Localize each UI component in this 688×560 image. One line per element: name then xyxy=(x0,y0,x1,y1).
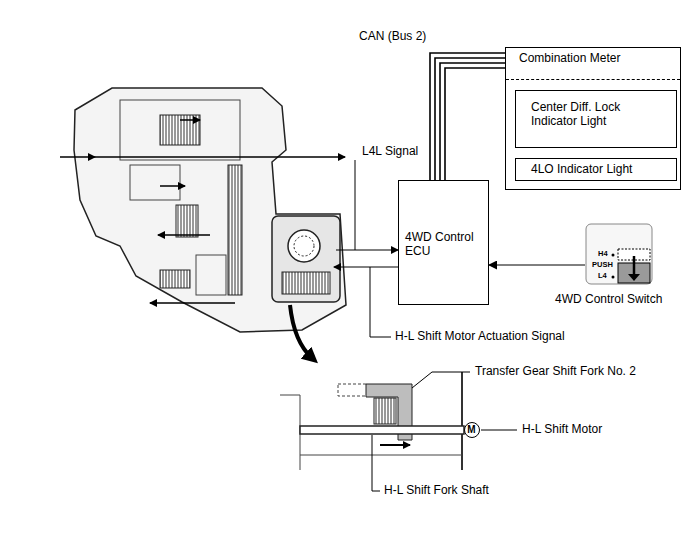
chain-band xyxy=(228,165,242,295)
zoom-arrow xyxy=(290,305,312,358)
ecu-box: 4WD Control ECU xyxy=(398,180,489,305)
node-text: PUSH xyxy=(592,261,613,270)
part-name: Transfer Gear Shift Fork No. 2 xyxy=(474,365,637,379)
shift-direction-arrow xyxy=(380,444,410,446)
main-shaft xyxy=(95,156,345,158)
can-bus-wire xyxy=(435,58,505,180)
position-dot xyxy=(612,254,615,257)
meter-box: Center Diff. Lock Indicator Light 4LO Ind… xyxy=(505,47,681,190)
indicator-box: 4LO Indicator Light xyxy=(515,158,677,181)
switch-push-arrow xyxy=(628,274,640,281)
node-text: 4LO Indicator Light xyxy=(531,163,632,177)
gear-section xyxy=(196,255,226,295)
inset-housing xyxy=(300,455,462,456)
switch-title: 4WD Control Switch xyxy=(555,293,662,307)
output-arrow xyxy=(160,185,185,187)
gear-section xyxy=(160,115,200,145)
node-text: M xyxy=(465,424,478,436)
shaft-leader xyxy=(372,435,380,491)
node-text: Combination Meter xyxy=(519,52,620,66)
connector xyxy=(430,53,505,180)
motor-part xyxy=(282,272,330,294)
indicator-box: Center Diff. Lock Indicator Light xyxy=(515,90,677,148)
gear-section xyxy=(130,165,180,200)
node-text: Center Diff. Lock Indicator Light xyxy=(531,101,666,129)
bus-name: CAN (Bus 2) xyxy=(358,30,427,44)
position-dot xyxy=(612,276,615,279)
dashed-divider xyxy=(506,79,680,80)
l4l-signal-line xyxy=(336,250,398,251)
can-bus-wire xyxy=(445,68,505,180)
actuation-leader xyxy=(370,267,391,337)
l4l-leader xyxy=(355,160,356,250)
node-text: 4WD Control ECU xyxy=(405,231,485,259)
shift-motor-body xyxy=(272,216,340,302)
input-arrow xyxy=(60,156,95,158)
fork-leader xyxy=(412,372,470,388)
housing-section xyxy=(120,100,240,160)
switch-outline xyxy=(585,223,653,285)
output-arrow xyxy=(158,234,210,236)
motor-leader xyxy=(481,430,517,431)
can-bus-wire xyxy=(440,63,505,180)
motor-gear xyxy=(294,236,314,256)
actuation-signal-line xyxy=(334,267,398,268)
motor-gear xyxy=(288,230,320,262)
signal-wire xyxy=(489,265,585,266)
control-switch: H4PUSHL44WD Control Switch xyxy=(585,223,653,285)
gear-section xyxy=(176,205,198,237)
output-arrow xyxy=(150,302,235,304)
inset-frame xyxy=(280,395,300,470)
node-text: L4 xyxy=(598,272,607,281)
connector xyxy=(489,265,585,266)
signal-name: L4L Signal xyxy=(361,145,419,159)
motor-symbol: M xyxy=(464,422,480,438)
shaft-arrow xyxy=(180,119,200,121)
switch-body xyxy=(586,224,652,284)
transfer-housing xyxy=(74,88,346,332)
part-name: H-L Shift Fork Shaft xyxy=(383,484,490,498)
switch-push-arrow xyxy=(633,256,636,275)
dashed-fork xyxy=(338,384,368,396)
part-name: H-L Shift Motor xyxy=(521,423,603,437)
sleeve-gear xyxy=(374,398,396,424)
signal-name: H-L Shift Motor Actuation Signal xyxy=(394,330,566,344)
node-text: H4 xyxy=(598,250,608,259)
gear-section xyxy=(160,270,190,288)
fork-shaft xyxy=(300,426,464,434)
can-bus-wire xyxy=(430,53,505,180)
